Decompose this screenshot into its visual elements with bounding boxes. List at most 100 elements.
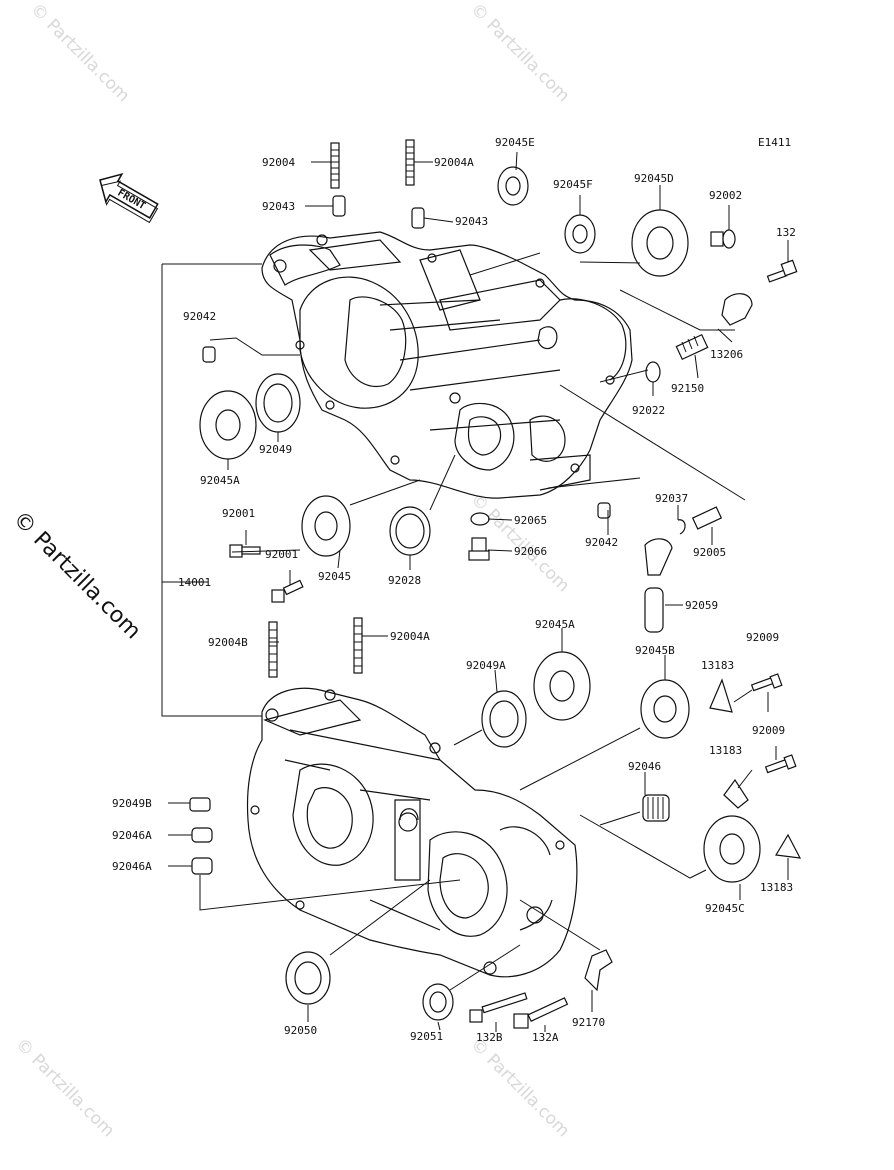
diagram-code: E1411 (758, 136, 791, 149)
plug-92066 (468, 537, 490, 561)
label-132: 132 (776, 226, 796, 239)
fitting-92005 (691, 506, 723, 530)
label-92022: 92022 (632, 404, 665, 417)
bolt-132b (469, 992, 528, 1023)
label-92042-top: 92042 (183, 310, 216, 323)
label-13206: 13206 (710, 348, 743, 361)
label-13183-b: 13183 (709, 744, 742, 757)
watermark-top-left: © Partzilla.com (26, 0, 133, 106)
label-92042-mid: 92042 (585, 536, 618, 549)
seal-92049 (255, 373, 301, 433)
clip-92037 (677, 519, 686, 535)
label-92046a-a: 92046A (112, 829, 152, 842)
bushing-92028 (389, 506, 431, 556)
label-92009-a: 92009 (746, 631, 779, 644)
dowel-92043-right (411, 207, 425, 229)
bearing-92045d (631, 209, 689, 277)
label-92049b: 92049B (112, 797, 152, 810)
pin-92042-mid (597, 502, 611, 519)
label-92045f: 92045F (553, 178, 593, 191)
label-92037: 92037 (655, 492, 688, 505)
fitting-92150 (675, 333, 709, 361)
label-92045e: 92045E (495, 136, 535, 149)
watermark-top-right: © Partzilla.com (466, 0, 573, 106)
label-92009-b: 92009 (752, 724, 785, 737)
label-92049: 92049 (259, 443, 292, 456)
bolt-92001-b (271, 579, 304, 603)
bearing-92045b (640, 679, 690, 739)
label-92001-b: 92001 (265, 548, 298, 561)
seal-92050 (285, 951, 331, 1005)
label-92005: 92005 (693, 546, 726, 559)
pin-92042-top (202, 346, 216, 363)
plate-13183-b (723, 778, 749, 809)
watermark-side: © Partzilla.com (8, 507, 146, 645)
tube-92059 (644, 587, 664, 633)
leader-lines (161, 151, 789, 1032)
label-13183-a: 13183 (701, 659, 734, 672)
label-92051: 92051 (410, 1030, 443, 1043)
label-92045a-bottom: 92045A (535, 618, 575, 631)
stud-92004b (268, 621, 278, 678)
seal-92049a (481, 690, 527, 748)
bearing-92045a-bottom (533, 651, 591, 721)
clamp-92170 (584, 949, 613, 992)
label-92170: 92170 (572, 1016, 605, 1029)
label-92045a-top: 92045A (200, 474, 240, 487)
washer-92022 (645, 361, 661, 383)
bracket-13206 (721, 293, 753, 326)
watermark-bottom-right: © Partzilla.com (466, 1034, 573, 1141)
label-92004b: 92004B (208, 636, 248, 649)
label-14001: 14001 (178, 576, 211, 589)
needle-bearing-92046a-a (191, 827, 213, 843)
label-92045: 92045 (318, 570, 351, 583)
label-13183-c: 13183 (760, 881, 793, 894)
label-92028: 92028 (388, 574, 421, 587)
label-92004: 92004 (262, 156, 295, 169)
watermark-bottom-left: © Partzilla.com (11, 1034, 118, 1141)
stud-92004a-bottom (353, 617, 363, 674)
label-92066: 92066 (514, 545, 547, 558)
bearing-92045e (497, 166, 529, 206)
stud-92004 (330, 142, 340, 189)
front-arrow-icon: FRONT (99, 172, 159, 224)
dowel-92043-left (332, 195, 346, 217)
plate-13183-c (775, 833, 802, 859)
upper-crankcase-half (261, 231, 633, 499)
needle-bearing-92046a-b (191, 857, 213, 875)
bearing-92045f (564, 214, 596, 254)
label-92002: 92002 (709, 189, 742, 202)
label-92001-a: 92001 (222, 507, 255, 520)
label-92045b: 92045B (635, 644, 675, 657)
bearing-92045 (301, 495, 351, 557)
label-92046: 92046 (628, 760, 661, 773)
label-92045d: 92045D (634, 172, 674, 185)
label-132b: 132B (476, 1031, 503, 1044)
label-92050: 92050 (284, 1024, 317, 1037)
label-92043-right: 92043 (455, 215, 488, 228)
bearing-92045a-top (199, 390, 257, 460)
plug-92002 (710, 229, 736, 249)
stud-92004a-top (405, 139, 415, 186)
collar-92049b (189, 797, 211, 812)
seal-92051 (422, 983, 454, 1021)
bolt-132 (766, 259, 798, 283)
needle-bearing-92046 (642, 794, 670, 822)
label-92049a: 92049A (466, 659, 506, 672)
label-92065: 92065 (514, 514, 547, 527)
label-92059: 92059 (685, 599, 718, 612)
label-132a: 132A (532, 1031, 559, 1044)
label-92045c: 92045C (705, 902, 745, 915)
screw-92009-a (750, 673, 783, 692)
plate-13183-a (709, 678, 733, 713)
bolt-132a (513, 997, 569, 1029)
label-92043-left: 92043 (262, 200, 295, 213)
label-92150: 92150 (671, 382, 704, 395)
hose-elbow (644, 538, 673, 576)
label-92046a-b: 92046A (112, 860, 152, 873)
screw-92009-b (764, 754, 797, 774)
bearing-92045c (703, 815, 761, 883)
bolt-92001-a (229, 544, 261, 558)
lower-crankcase-half (246, 687, 578, 978)
